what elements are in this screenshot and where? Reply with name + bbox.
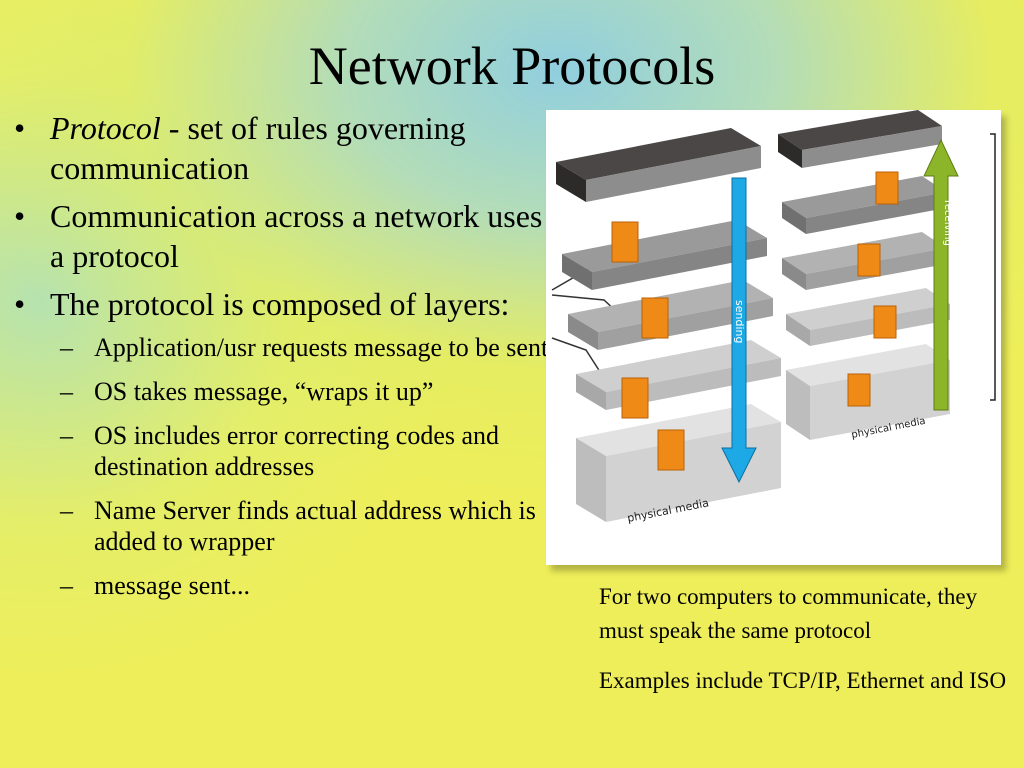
sub-bullet-item: – Name Server finds actual address which… (14, 495, 559, 557)
note-text: For two computers to communicate, they m… (599, 584, 978, 643)
dash-glyph: – (60, 333, 73, 362)
bullet-glyph: • (14, 198, 26, 234)
left-user-label: user (598, 198, 629, 218)
bullet-text: The protocol is composed of layers: (50, 286, 510, 322)
sub-bullet-text: Application/usr requests message to be s… (94, 333, 549, 362)
protocol-stack-diagram: sending user physical media (551, 110, 996, 525)
right-layer-stack: receiving user physical media (778, 110, 959, 441)
bullet-item: • Communication across a network uses a … (14, 196, 559, 276)
right-user-label: user (856, 160, 883, 177)
dash-glyph: – (60, 377, 73, 406)
sub-bullet-text: OS includes error correcting codes and d… (94, 421, 500, 481)
dash-glyph: – (60, 496, 73, 525)
bullet-item: • Protocol - set of rules governing comm… (14, 108, 559, 188)
bullet-item: • The protocol is composed of layers: (14, 284, 559, 324)
bullet-text: Communication across a network uses a pr… (50, 198, 543, 274)
bullet-list: • Protocol - set of rules governing comm… (14, 108, 559, 614)
protocol-stack-figure: sending user physical media (546, 110, 1001, 565)
note-text: Examples include TCP/IP, Ethernet and IS… (599, 668, 1007, 693)
bullet-glyph: • (14, 286, 26, 322)
protocol-term: Protocol (50, 110, 161, 146)
receiving-arrow-icon (923, 138, 959, 411)
dash-glyph: – (60, 421, 73, 450)
bullet-glyph: • (14, 110, 26, 146)
sub-bullet-text: message sent... (94, 571, 250, 600)
left-layer-stack: sending user physical media (556, 128, 781, 525)
sub-bullet-text: Name Server finds actual address which i… (94, 496, 536, 556)
layer-bracket (990, 133, 996, 401)
bullet-text: - set of rules governing communication (50, 110, 466, 186)
slide-title: Network Protocols (308, 36, 716, 96)
sub-bullet-text: OS takes message, “wraps it up” (94, 377, 434, 406)
sub-bullet-item: – OS takes message, “wraps it up” (14, 376, 559, 407)
sub-bullet-item: – message sent... (14, 570, 559, 601)
right-packets (847, 171, 899, 407)
dash-glyph: – (60, 571, 73, 600)
sub-bullet-item: – OS includes error correcting codes and… (14, 420, 559, 482)
sub-bullet-item: – Application/usr requests message to be… (14, 332, 559, 363)
receiving-arrow-label: receiving (942, 200, 953, 246)
sending-arrow-icon (721, 177, 757, 484)
left-packets (611, 221, 685, 471)
notes: For two computers to communicate, they m… (599, 580, 1019, 714)
sending-arrow-label: sending (733, 300, 746, 343)
